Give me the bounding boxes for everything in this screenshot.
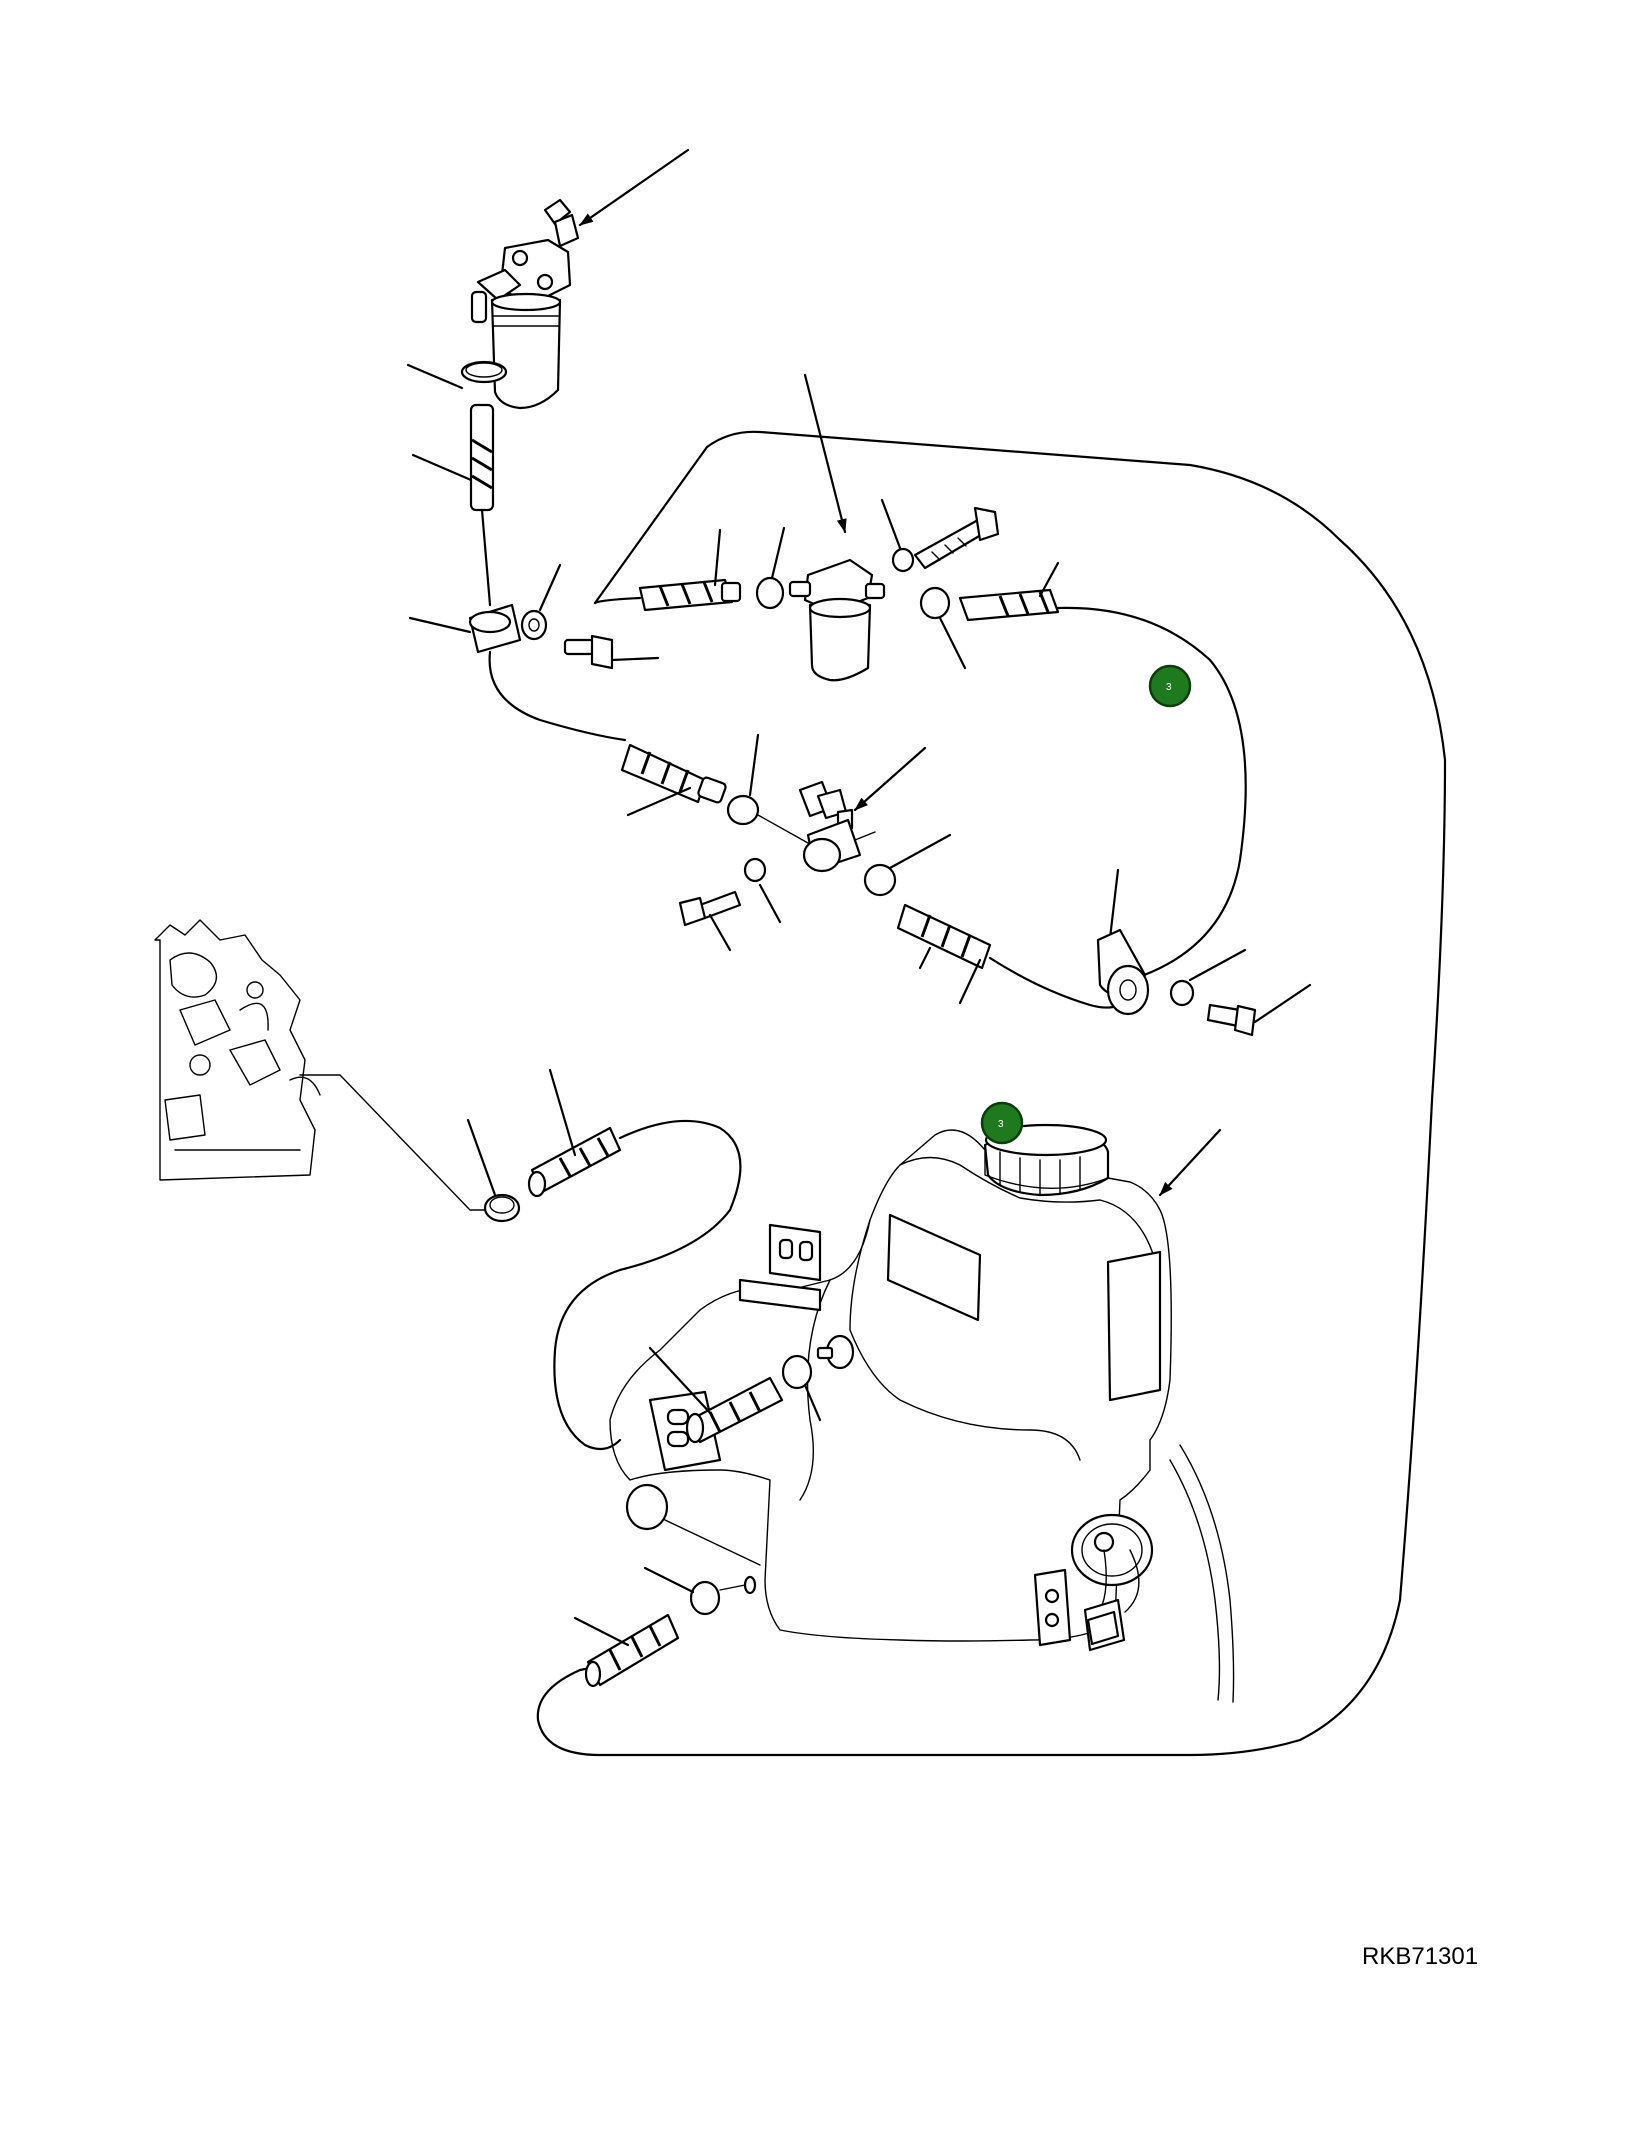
banjo-fitting-left [408, 563, 660, 742]
supply-hose-lower [466, 1068, 742, 1451]
svg-text:3: 3 [1166, 682, 1172, 693]
clip-bracket-right [1096, 868, 1312, 1037]
svg-text:3: 3 [998, 1119, 1004, 1130]
fuel-filter-middle [593, 373, 1247, 982]
engine-detail-fragment [154, 919, 491, 1211]
callout-badge-tank-cap: 3 [980, 1101, 1024, 1145]
fuel-filter-top [406, 148, 690, 607]
return-hose-loop [536, 430, 1447, 1757]
callout-badge-hose-loop: 3 [1148, 664, 1192, 708]
fuel-tank [573, 1123, 1235, 1703]
drawing-code: RKB71301 [1362, 1943, 1479, 1970]
fuel-pump-center [620, 733, 1127, 1009]
